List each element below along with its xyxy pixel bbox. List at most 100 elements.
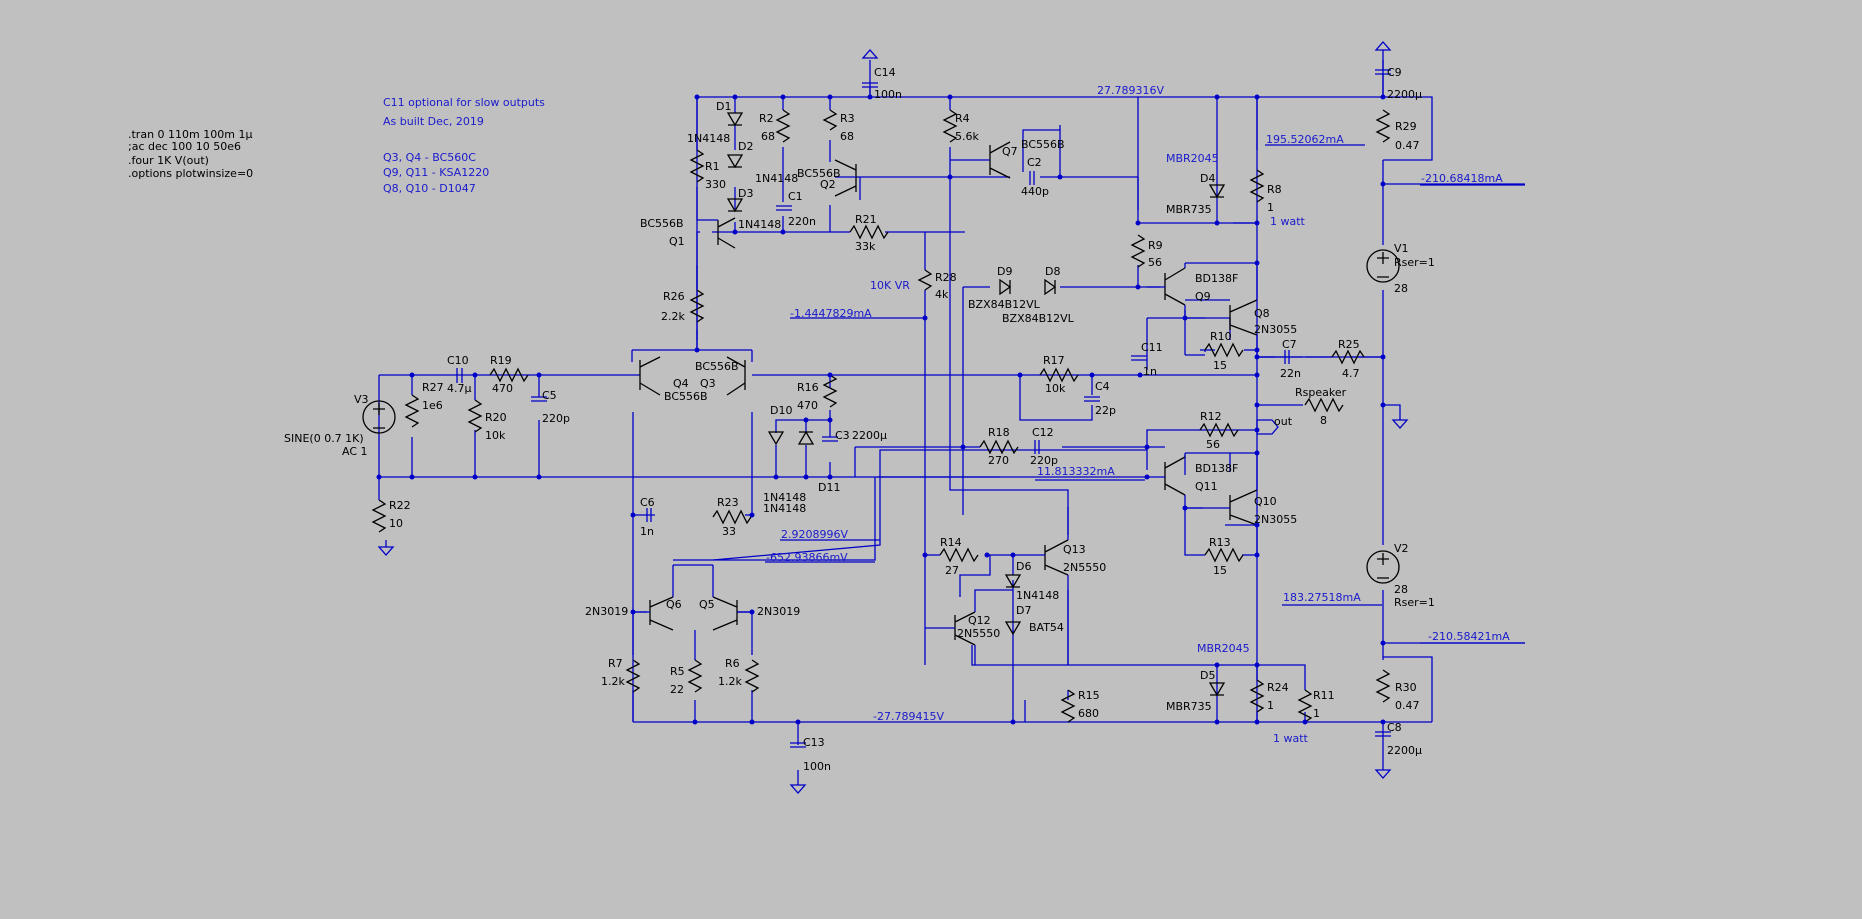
r16-name: R16 — [797, 381, 819, 394]
probe-iq11: 11.813332mA — [1037, 465, 1115, 478]
d7-name: D7 — [1016, 604, 1031, 617]
r23-name: R23 — [717, 496, 739, 509]
r8-name: R8 — [1267, 183, 1282, 196]
q2-name: Q2 — [820, 178, 836, 191]
q6-value: 2N3019 — [585, 605, 628, 618]
r19-symbol — [489, 367, 529, 383]
c5-symbol — [531, 396, 547, 402]
d1-model: 1N4148 — [687, 132, 730, 145]
q11-name: Q11 — [1195, 480, 1218, 493]
q10-symbol — [1229, 489, 1258, 526]
q9-symbol — [1164, 267, 1186, 306]
r23-value: 33 — [722, 525, 736, 538]
r30-value: 0.47 — [1395, 699, 1420, 712]
c6-value: 1n — [640, 525, 654, 538]
q6-name: Q6 — [666, 598, 682, 611]
d2-value: 1N4148 — [755, 172, 798, 185]
r10-name: R10 — [1210, 330, 1232, 343]
r2-name: R2 — [759, 112, 774, 125]
r8-value: 1 — [1267, 201, 1274, 214]
c9-name: C9 — [1387, 66, 1402, 79]
d10-value: 1N4148 — [763, 491, 806, 504]
q8-value: 2N3055 — [1254, 323, 1297, 336]
out-label: out — [1274, 415, 1293, 428]
c13-value: 100n — [803, 760, 831, 773]
q13-value: 2N5550 — [1063, 561, 1106, 574]
d9-name: D9 — [997, 265, 1012, 278]
r18-symbol — [979, 439, 1019, 455]
c10-symbol — [456, 368, 463, 383]
v3-name: V3 — [354, 393, 369, 406]
r26-symbol — [689, 289, 705, 323]
directive-options: .options plotwinsize=0 — [128, 167, 253, 180]
d8-value: BZX84B12VL — [1002, 312, 1075, 325]
c11-name: C11 — [1141, 341, 1163, 354]
d5-name: D5 — [1200, 669, 1215, 682]
r3-name: R3 — [840, 112, 855, 125]
d10-symbol — [767, 431, 785, 446]
d1-symbol — [726, 112, 744, 127]
probe-ir30: -210.58421mA — [1428, 630, 1510, 643]
q7-value: BC556B — [1021, 138, 1065, 151]
d3-value: 1N4148 — [738, 218, 781, 231]
c7-name: C7 — [1282, 338, 1297, 351]
r23-symbol — [712, 509, 752, 525]
r21-value: 33k — [855, 240, 876, 253]
r11-symbol — [1297, 689, 1313, 723]
c12-name: C12 — [1032, 426, 1054, 439]
r6-value: 1.2k — [718, 675, 742, 688]
r25-symbol — [1331, 349, 1365, 365]
r27-symbol — [404, 394, 420, 428]
r15-value: 680 — [1078, 707, 1099, 720]
component-labels: C14 100n C9 2200µ R29 0.47 D1 D2 1N4148 … — [284, 66, 1435, 773]
probe-ir29: -210.68418mA — [1421, 172, 1503, 185]
c1-name: C1 — [788, 190, 803, 203]
r16-value: 470 — [797, 399, 818, 412]
r19-value: 470 — [492, 382, 513, 395]
d4-value: MBR735 — [1166, 203, 1212, 216]
r5-name: R5 — [670, 665, 685, 678]
r20-name: R20 — [485, 411, 507, 424]
r20-value: 10k — [485, 429, 506, 442]
c12-value: 220p — [1030, 454, 1058, 467]
d4-name: D4 — [1200, 172, 1215, 185]
q7-name: Q7 — [1002, 145, 1018, 158]
r12-value: 56 — [1206, 438, 1220, 451]
v2-extra: Rser=1 — [1394, 596, 1435, 609]
d7-symbol — [1004, 621, 1022, 636]
q4-symbol — [639, 356, 661, 396]
d5-value: MBR735 — [1166, 700, 1212, 713]
directive-four: .four 1K V(out) — [128, 154, 209, 167]
v3-value: SINE(0 0.7 1K) — [284, 432, 364, 445]
r28-extra: 10K VR — [870, 279, 910, 292]
r28-name: R28 — [935, 271, 957, 284]
r9-value: 56 — [1148, 256, 1162, 269]
r12-name: R12 — [1200, 410, 1222, 423]
c5-name: C5 — [542, 389, 557, 402]
v1-name: V1 — [1394, 242, 1409, 255]
c2-value: 440p — [1021, 185, 1049, 198]
r25-value: 4.7 — [1342, 367, 1360, 380]
c13-symbol — [790, 742, 806, 748]
q13-symbol — [1044, 539, 1069, 576]
r27-name: R27 — [422, 381, 444, 394]
c7-value: 22n — [1280, 367, 1301, 380]
probe-c6: 2.9208996V — [781, 528, 848, 541]
wiring — [378, 50, 1525, 770]
q8-name: Q8 — [1254, 307, 1270, 320]
d11-symbol — [797, 430, 815, 445]
probe-vneg: -27.789415V — [873, 710, 944, 723]
c10-value: 4.7µ — [447, 382, 472, 395]
d6-value: 1N4148 — [1016, 589, 1059, 602]
q1-symbol — [717, 217, 736, 249]
q10-value: 2N3055 — [1254, 513, 1297, 526]
q10-name: Q10 — [1254, 495, 1277, 508]
r14-value: 27 — [945, 564, 959, 577]
r7-name: R7 — [608, 657, 623, 670]
note-q9q11: Q9, Q11 - KSA1220 — [383, 166, 489, 179]
c3-value: 2200µ — [852, 429, 887, 442]
q8-symbol — [1229, 299, 1258, 336]
d3-symbol — [726, 198, 744, 213]
c14-name: C14 — [874, 66, 896, 79]
r29-name: R29 — [1395, 120, 1417, 133]
